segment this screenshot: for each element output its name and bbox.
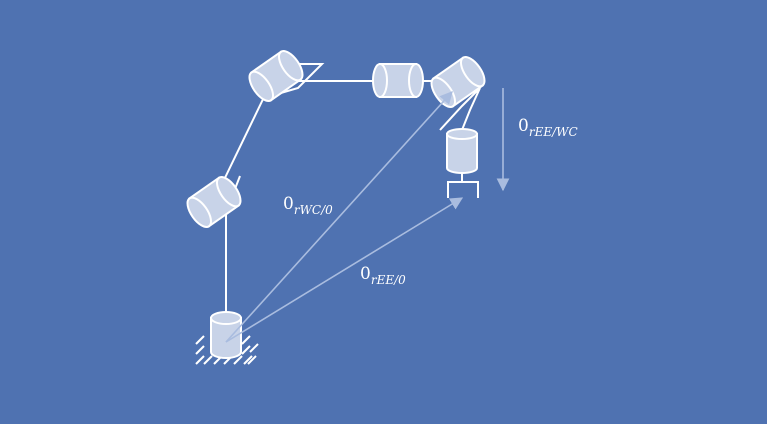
joint-2 [186,176,242,228]
position-vectors [225,88,510,343]
label-r-ee-0-prefix: 0 [360,264,371,284]
ground-hatch [195,335,259,365]
vector-r-ee-0 [225,197,464,343]
label-r-ee-0: 0rEE/0 [360,264,406,287]
joint-3 [248,50,304,102]
base-joint [210,311,242,359]
joint-4 [372,63,424,98]
label-r-wc-0-subscript: rWC/0 [293,203,333,217]
label-r-wc-0-prefix: 0 [283,194,294,214]
label-r-ee-wc-subscript: rEE/WC [528,125,578,139]
vector-r-wc-0 [225,91,453,343]
label-r-ee-wc: 0rEE/WC [518,116,578,139]
joint-5-wrist [430,56,486,108]
joint-6 [446,128,478,174]
label-r-ee-wc-prefix: 0 [518,116,529,136]
label-r-wc-0: 0rWC/0 [283,194,333,217]
label-r-ee-0-subscript: rEE/0 [370,273,406,287]
robot-links [206,63,481,316]
